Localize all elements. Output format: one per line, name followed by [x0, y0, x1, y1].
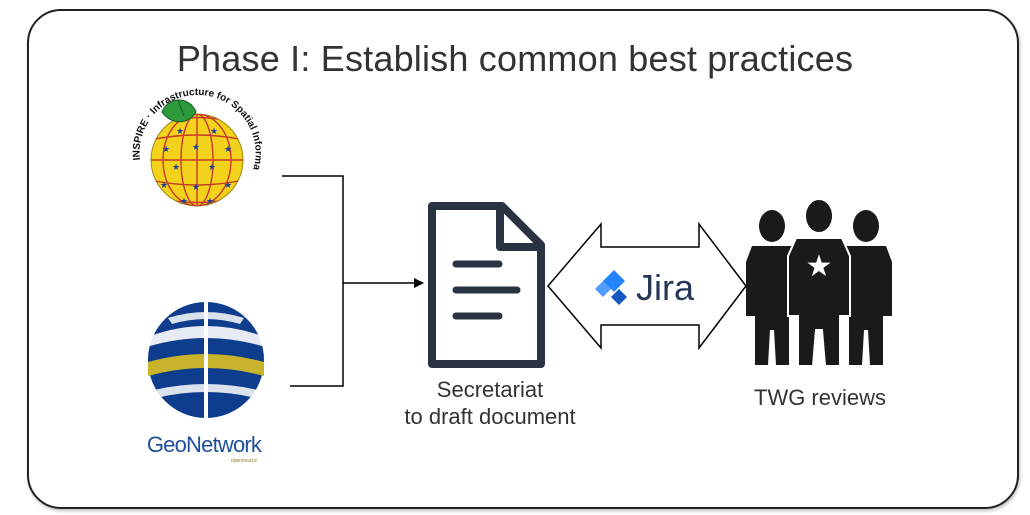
- svg-text:★: ★: [224, 145, 232, 155]
- svg-text:★: ★: [192, 143, 200, 153]
- svg-text:★: ★: [224, 181, 232, 191]
- svg-text:★: ★: [210, 127, 218, 137]
- geonetwork-tagline: opensource: [231, 458, 257, 464]
- geonetwork-logo-text: GeoNetwork: [147, 432, 263, 457]
- document-label: Secretariat to draft document: [360, 376, 620, 430]
- merge-connector: [282, 175, 424, 387]
- svg-text:★: ★: [172, 163, 180, 173]
- twg-label: TWG reviews: [754, 385, 886, 410]
- jira-text: Jira: [636, 267, 695, 308]
- svg-text:★: ★: [160, 181, 168, 191]
- diagram-title: Phase I: Establish common best practices: [176, 38, 854, 79]
- star-badge-icon: ★: [806, 249, 833, 284]
- people-group-icon: ★: [746, 198, 892, 367]
- inspire-logo: ★★ ★★★ ★★ ★★★ ★★ INSPIRE · Infrastructur…: [0, 0, 264, 207]
- svg-text:★: ★: [180, 197, 188, 207]
- svg-text:★: ★: [176, 127, 184, 137]
- svg-text:★: ★: [206, 197, 214, 207]
- jira-logo-icon: [595, 270, 627, 305]
- inspire-stars: ★★ ★★★ ★★ ★★★ ★★: [160, 127, 232, 207]
- document-icon: [428, 202, 545, 368]
- document-label-line1: Secretariat: [436, 377, 544, 402]
- document-label-line2: to draft document: [404, 404, 576, 429]
- svg-text:★: ★: [208, 163, 216, 173]
- inspire-leaf-icon: [161, 99, 197, 123]
- svg-text:★: ★: [192, 183, 200, 193]
- svg-text:★: ★: [162, 145, 170, 155]
- geonetwork-logo: GeoNetwork opensource: [147, 302, 264, 464]
